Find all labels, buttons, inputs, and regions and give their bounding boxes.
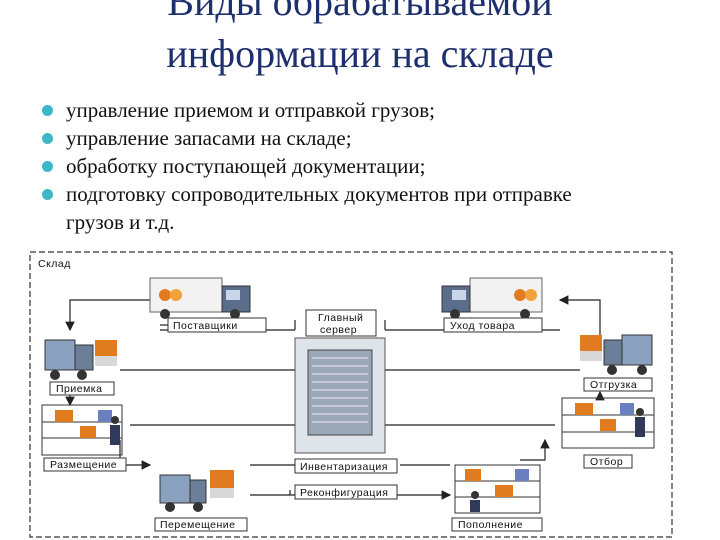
- bullet-dot-icon: [42, 189, 53, 200]
- main-server-node: Главный сервер: [294, 309, 386, 454]
- departure-label: Уход товара: [450, 320, 515, 332]
- bullet-item: обработку поступающей документации;: [40, 152, 680, 180]
- suppliers-label: Поставщики: [173, 320, 238, 332]
- movement-node: Перемещение: [154, 470, 248, 532]
- replenishment-label: Пополнение: [458, 519, 523, 531]
- suppliers-node: Поставщики: [149, 277, 267, 333]
- warehouse-frame: [29, 251, 673, 538]
- bullet-dot-icon: [42, 105, 53, 116]
- inventory-label: Инвентаризация: [300, 461, 388, 473]
- bullet-item: управление приемом и отправкой грузов;: [40, 96, 680, 124]
- shipping-node: Отгрузка: [580, 334, 653, 392]
- server-label-line2: сервер: [320, 324, 357, 336]
- placement-node: Размещение: [41, 404, 127, 472]
- placement-label: Размещение: [50, 459, 117, 471]
- slide-title-line-2: информации на складе: [166, 31, 554, 76]
- receiving-label: Приемка: [56, 383, 102, 395]
- receiving-node: Приемка: [44, 339, 117, 396]
- reconfiguration-label: Реконфигурация: [300, 487, 388, 499]
- bullet-item: управление запасами на складе;: [40, 124, 680, 152]
- server-label-line1: Главный: [318, 312, 363, 324]
- bullet-item: подготовку сопроводительных документов п…: [40, 180, 680, 208]
- movement-label: Перемещение: [160, 519, 236, 531]
- connectors: [65, 295, 605, 500]
- reconfiguration-node: Реконфигурация: [294, 484, 398, 500]
- bullet-continuation: грузов и т.д.: [66, 210, 175, 234]
- inventory-node: Инвентаризация: [294, 458, 398, 474]
- picking-node: Отбор: [561, 397, 655, 469]
- picking-label: Отбор: [590, 456, 623, 468]
- warehouse-label: Склад: [38, 258, 71, 270]
- replenishment-node: Пополнение: [451, 464, 543, 532]
- bullet-dot-icon: [42, 133, 53, 144]
- bullet-dot-icon: [42, 161, 53, 172]
- bullet-list: управление приемом и отправкой грузов; у…: [40, 96, 680, 236]
- slide-title-line-1: Виды обрабатываемой: [167, 0, 553, 24]
- shipping-label: Отгрузка: [590, 379, 637, 391]
- departure-node: Уход товара: [441, 277, 543, 333]
